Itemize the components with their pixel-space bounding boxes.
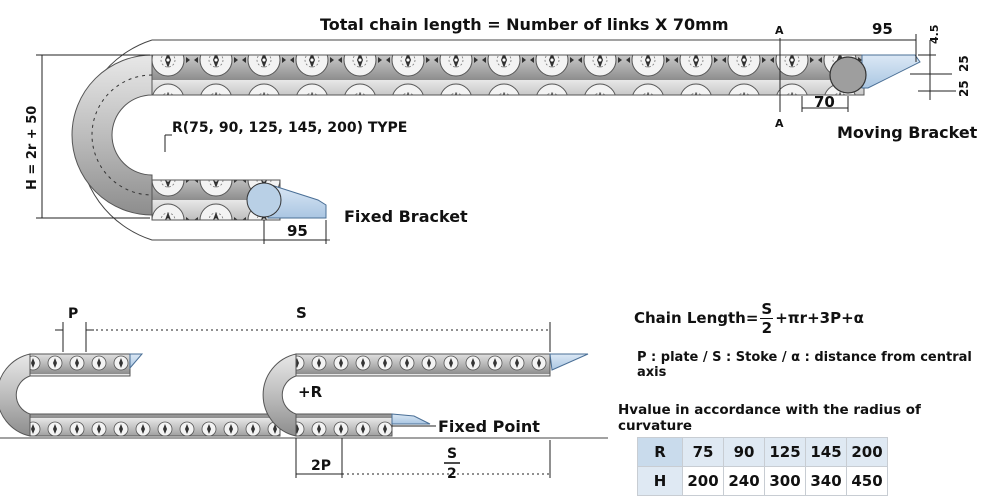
dim-95-top: 95 <box>872 20 893 38</box>
table-cell: 300 <box>764 466 806 496</box>
formula-denominator: 2 <box>761 319 773 337</box>
dim-95-bottom: 95 <box>287 222 308 240</box>
half-stroke-den: 2 <box>447 466 457 482</box>
table-row: H 200 240 300 340 450 <box>637 466 888 496</box>
table-cell: 340 <box>805 466 847 496</box>
formula-prefix: Chain Length= <box>634 309 759 327</box>
bottom-dimension-lines <box>55 322 551 478</box>
bottom-chains <box>0 353 608 439</box>
top-dimension-lines <box>36 34 956 244</box>
moving-bracket-label: Moving Bracket <box>837 123 978 142</box>
fixed-bracket-label: Fixed Bracket <box>344 207 468 226</box>
formula-suffix: +πr+3P+α <box>775 309 864 327</box>
row-head-h: H <box>637 466 683 496</box>
table-cell: 145 <box>805 437 847 467</box>
stroke-label: S <box>296 304 307 322</box>
pitch-label: P <box>68 306 78 322</box>
table-cell: 200 <box>682 466 724 496</box>
dim-25-b: 25 <box>957 80 971 97</box>
formula-numerator: S <box>760 300 774 319</box>
table-row: R 75 90 125 145 200 <box>637 437 888 467</box>
top-chain <box>71 39 865 241</box>
total-length-title: Total chain length = Number of links X 7… <box>320 15 729 34</box>
dim-25-a: 25 <box>957 55 971 72</box>
dim-4-5: 4.5 <box>928 25 941 45</box>
table-cell: 200 <box>846 437 888 467</box>
two-p-label: 2P <box>311 458 331 474</box>
fixed-point-label: Fixed Point <box>438 417 540 436</box>
dim-70: 70 <box>814 93 835 111</box>
section-mark-top: A <box>775 24 784 37</box>
table-cell: 240 <box>723 466 765 496</box>
moving-bracket-shape <box>861 54 921 89</box>
table-cell: 125 <box>764 437 806 467</box>
plus-r-label: +R <box>298 383 323 401</box>
section-mark-bottom: A <box>775 117 784 130</box>
table-cell: 75 <box>682 437 724 467</box>
radius-type-label: R(75, 90, 125, 145, 200) TYPE <box>172 120 407 136</box>
half-stroke-num: S <box>447 446 457 462</box>
h-formula-label: H = 2r + 50 <box>25 106 40 190</box>
table-cell: 450 <box>846 466 888 496</box>
formula-legend: P : plate / S : Stoke / α : distance fro… <box>637 350 972 380</box>
table-cell: 90 <box>723 437 765 467</box>
row-head-r: R <box>637 437 683 467</box>
hvalue-table: R 75 90 125 145 200 H 200 240 300 340 45… <box>637 437 888 496</box>
hvalue-title: Hvalue in accordance with the radius of … <box>618 402 921 434</box>
